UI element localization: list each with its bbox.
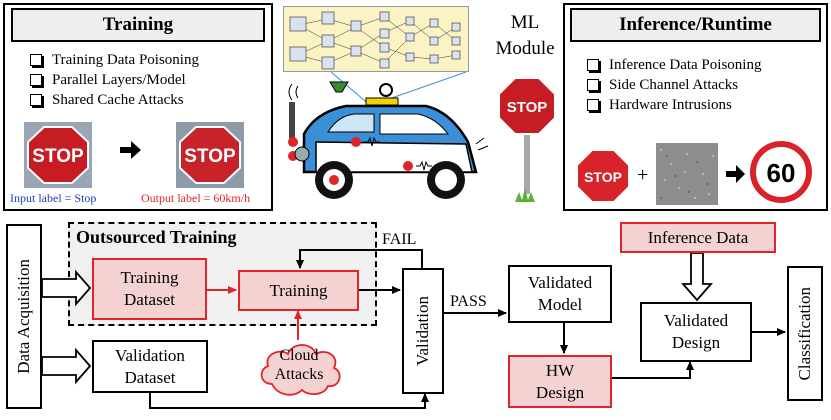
- list-item: Side Channel Attacks: [587, 75, 822, 95]
- hw-design-box: HW Design: [508, 355, 612, 408]
- right-arrow-icon: [726, 164, 746, 189]
- speed-limit-text: 60: [767, 158, 796, 188]
- autonomous-car-illustration: [276, 71, 498, 206]
- neural-network-illustration: [283, 6, 469, 72]
- list-item: Parallel Layers/Model: [30, 70, 270, 90]
- noise-patch-image: [656, 143, 718, 205]
- training-dataset-box: Training Dataset: [92, 258, 207, 320]
- checkbox-icon: [587, 59, 599, 71]
- input-label: Input label = Stop: [10, 191, 97, 205]
- output-stop-photo: STOP: [176, 122, 244, 188]
- outsourced-training-label: Outsourced Training: [76, 227, 237, 247]
- checkbox-icon: [30, 94, 42, 106]
- validated-design-box: Validated Design: [640, 302, 752, 362]
- validation-dataset-box: Validation Dataset: [92, 340, 208, 393]
- validated-model-box: Validated Model: [508, 265, 612, 323]
- inference-threat-list: Inference Data Poisoning Side Channel At…: [587, 55, 822, 115]
- list-item: Shared Cache Attacks: [30, 90, 270, 110]
- checkbox-icon: [30, 54, 42, 66]
- checkbox-icon: [587, 99, 599, 111]
- right-arrow-icon: [120, 140, 142, 165]
- speed-limit-sign: 60: [750, 141, 812, 208]
- training-panel-title: Training: [11, 8, 265, 42]
- inference-stop-sign: STOP: [575, 148, 631, 209]
- inference-data-box: Inference Data: [620, 222, 776, 253]
- neural-network-graphic: [289, 11, 461, 70]
- list-item: Hardware Intrusions: [587, 95, 822, 115]
- inference-panel-title: Inference/Runtime: [570, 8, 821, 42]
- validation-box: Validation: [402, 268, 444, 394]
- output-label: Output label = 60km/h: [141, 191, 251, 205]
- fail-label: FAIL: [382, 231, 417, 248]
- ml-module-label: ML Module: [495, 12, 555, 59]
- input-stop-photo: STOP: [24, 122, 92, 188]
- input-stop-text: STOP: [32, 146, 84, 167]
- cloud-attacks-shape: [254, 338, 344, 398]
- pass-label: PASS: [450, 293, 487, 310]
- list-item: Training Data Poisoning: [30, 50, 270, 70]
- plus-symbol: +: [637, 164, 649, 186]
- training-threat-list: Training Data Poisoning Parallel Layers/…: [30, 50, 270, 110]
- cloud-attacks-label: Cloud Attacks: [274, 347, 324, 383]
- inference-stop-text: STOP: [584, 169, 622, 185]
- list-item: Inference Data Poisoning: [587, 55, 822, 75]
- checkbox-icon: [30, 74, 42, 86]
- roadside-stop-sign: STOP: [497, 76, 557, 206]
- classification-box: Classification: [787, 266, 823, 401]
- checkbox-icon: [587, 79, 599, 91]
- roadside-stop-text: STOP: [507, 99, 548, 116]
- training-box: Training: [238, 270, 359, 311]
- output-stop-text: STOP: [184, 146, 236, 167]
- data-acquisition-box: Data Acquisition: [6, 224, 42, 409]
